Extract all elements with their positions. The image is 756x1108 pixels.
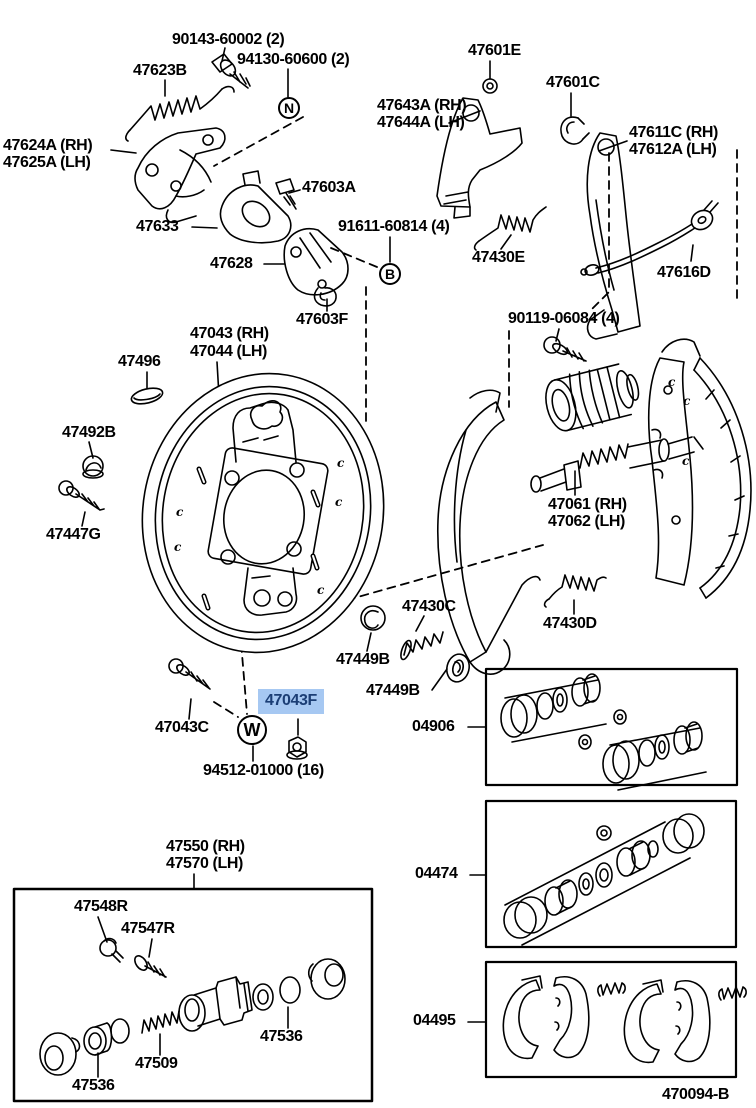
wheel-cylinder-kit-box xyxy=(12,887,374,1103)
part-label-47509[interactable]: 47509 xyxy=(135,1055,178,1072)
bolt-47603A-drawing xyxy=(275,178,297,210)
part-label-47633[interactable]: 47633 xyxy=(136,218,179,235)
clip-mark: c xyxy=(174,540,182,554)
callout-circle-B: B xyxy=(379,263,401,285)
part-label-47616D[interactable]: 47616D xyxy=(657,264,711,281)
bolt-90119-drawing xyxy=(543,336,587,362)
part-label-04495[interactable]: 04495 xyxy=(413,1012,456,1029)
part-label-04906[interactable]: 04906 xyxy=(412,718,455,735)
part-label-47430C[interactable]: 47430C xyxy=(402,598,456,615)
part-label-47447G[interactable]: 47447G xyxy=(46,526,101,543)
part-label-47061[interactable]: 47061 (RH) xyxy=(548,496,627,513)
clip-mark: c xyxy=(668,375,676,389)
part-label-47044[interactable]: 47044 (LH) xyxy=(190,343,267,360)
cap-47449B-b-drawing xyxy=(446,653,470,683)
clip-mark: c xyxy=(683,394,691,408)
backing-plate-drawing xyxy=(141,372,385,654)
part-label-47547R[interactable]: 47547R xyxy=(121,920,175,937)
anchor-block-47628-drawing xyxy=(283,228,349,296)
part-label-47536-a[interactable]: 47536 xyxy=(260,1028,303,1045)
part-label-47449B-a[interactable]: 47449B xyxy=(336,651,390,668)
grommet-47492B-drawing xyxy=(82,455,104,479)
kit-box-04495 xyxy=(484,960,747,1079)
part-label-47611C[interactable]: 47611C (RH) xyxy=(629,124,718,141)
plug-47496-drawing xyxy=(130,387,164,405)
parking-lever-47611C-drawing xyxy=(586,132,641,340)
part-label-47623B[interactable]: 47623B xyxy=(133,62,187,79)
part-label-90119-06084[interactable]: 90119-06084 (4) xyxy=(508,310,620,327)
part-label-47496[interactable]: 47496 xyxy=(118,353,161,370)
part-label-47430E[interactable]: 47430E xyxy=(472,249,525,266)
clip-mark: c xyxy=(682,454,690,468)
bolt-47043C-drawing xyxy=(168,658,211,690)
leader-lines xyxy=(81,47,694,1078)
part-label-47644A[interactable]: 47644A (LH) xyxy=(377,114,465,131)
part-label-47601E[interactable]: 47601E xyxy=(468,42,521,59)
grommet-47601E-inner xyxy=(486,82,494,90)
clip-mark: c xyxy=(176,505,184,519)
part-label-04474[interactable]: 04474 xyxy=(415,865,458,882)
spring-47430D-drawing xyxy=(543,574,607,608)
bolt-47447G-drawing xyxy=(58,480,105,511)
brake-shoe-left-drawing xyxy=(436,389,541,675)
part-label-47603F[interactable]: 47603F xyxy=(296,311,348,328)
part-label-47603A[interactable]: 47603A xyxy=(302,179,356,196)
bolt-90143-drawing xyxy=(211,53,251,89)
callout-circle-W: W xyxy=(237,715,267,745)
kit-box-04906 xyxy=(484,667,739,791)
kit-box-04474 xyxy=(484,799,738,949)
part-label-47624A[interactable]: 47624A (RH) xyxy=(3,137,93,154)
shoe-adjusting-lever-drawing xyxy=(134,127,226,224)
part-label-47492B[interactable]: 47492B xyxy=(62,424,116,441)
part-label-47601C[interactable]: 47601C xyxy=(546,74,600,91)
part-label-47628[interactable]: 47628 xyxy=(210,255,253,272)
wheel-cylinder-drawing xyxy=(545,363,640,432)
clip-47603F-drawing xyxy=(313,287,337,307)
part-label-47062[interactable]: 47062 (LH) xyxy=(548,513,625,530)
callout-circle-N: N xyxy=(278,97,300,119)
spring-47430E-drawing xyxy=(473,206,547,251)
part-label-94512-01000[interactable]: 94512-01000 (16) xyxy=(203,762,324,779)
clip-mark: c xyxy=(335,495,343,509)
clip-marks: c c c c c c c c xyxy=(174,375,691,597)
diagram-code: 470094-B xyxy=(662,1086,730,1103)
part-label-47043C[interactable]: 47043C xyxy=(155,719,209,736)
adjuster-47061-drawing xyxy=(530,436,704,493)
part-label-94130-60600[interactable]: 94130-60600 (2) xyxy=(237,51,350,68)
nut-47043F-drawing xyxy=(286,736,308,760)
part-label-47612A[interactable]: 47612A (LH) xyxy=(629,141,717,158)
clip-mark: c xyxy=(337,456,345,470)
part-label-47550[interactable]: 47550 (RH) xyxy=(166,838,245,855)
part-label-47043[interactable]: 47043 (RH) xyxy=(190,325,269,342)
part-label-90143-60002[interactable]: 90143-60002 (2) xyxy=(172,31,285,48)
tension-spring-47623B-drawing xyxy=(125,85,235,142)
clip-mark: c xyxy=(317,583,325,597)
brake-shoe-right-drawing xyxy=(647,338,752,599)
dashed-reference-lines xyxy=(213,116,738,718)
parking-cable-47616D-drawing xyxy=(580,200,719,276)
part-label-47625A[interactable]: 47625A (LH) xyxy=(3,154,91,171)
anchor-plate-47633-drawing xyxy=(219,170,292,244)
part-label-47430D[interactable]: 47430D xyxy=(543,615,597,632)
part-label-47570[interactable]: 47570 (LH) xyxy=(166,855,243,872)
clip-47601C-drawing xyxy=(560,116,590,145)
part-label-47643A[interactable]: 47643A (RH) xyxy=(377,97,467,114)
part-label-47449B-b[interactable]: 47449B xyxy=(366,682,420,699)
part-label-47536-b[interactable]: 47536 xyxy=(72,1077,115,1094)
lever-47643A-drawing xyxy=(436,97,523,219)
part-label-91611-60814[interactable]: 91611-60814 (4) xyxy=(338,218,450,235)
part-label-47043F-highlighted[interactable]: 47043F xyxy=(258,689,324,714)
grommet-47601E-drawing xyxy=(482,78,498,94)
part-label-47548R[interactable]: 47548R xyxy=(74,898,128,915)
grommet-47449B-a-drawing xyxy=(360,605,386,631)
spring-47430C-drawing xyxy=(400,631,444,661)
